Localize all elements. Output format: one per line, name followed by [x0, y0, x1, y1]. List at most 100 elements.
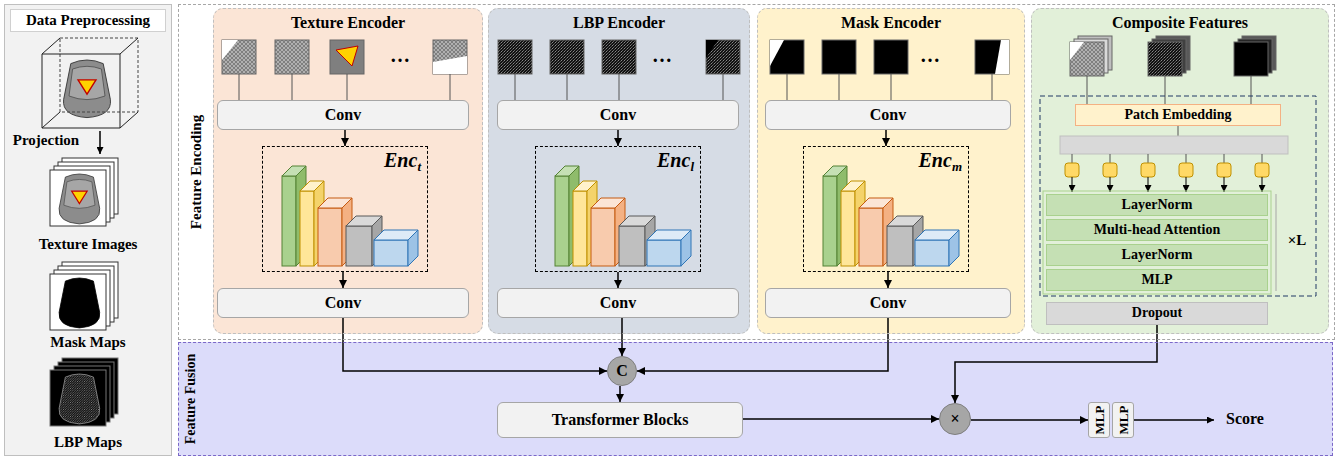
texture-image-stack — [50, 158, 118, 226]
node-text: Mask Encoder — [758, 9, 1024, 32]
node-text: C — [616, 362, 628, 380]
token-arrow — [1072, 177, 1262, 192]
node-text: Conv — [325, 294, 361, 312]
node-text: Enc — [919, 149, 952, 171]
dropout-box: Dropout — [1046, 302, 1268, 325]
node-text: m — [952, 159, 962, 174]
token — [1065, 163, 1079, 177]
multiply-circle: × — [939, 403, 971, 435]
stage-panel: Feature FusionCTransformer Blocks×MLPMLP — [178, 342, 1333, 456]
output-label: Score — [1226, 410, 1264, 428]
mask-map-stack — [50, 262, 118, 330]
connector-layer — [343, 130, 1157, 420]
transformer-frame — [1040, 96, 1316, 296]
process-box: Transformer Blocks — [497, 402, 743, 438]
feed-line — [239, 74, 992, 100]
lbp-patch — [498, 40, 532, 74]
volume-cube — [63, 60, 110, 118]
panel-fill — [213, 8, 483, 334]
flow-arrow — [955, 325, 1157, 403]
lbp-map-stack — [50, 370, 106, 426]
mlp-box: MLP — [1088, 402, 1110, 438]
data-label: Mask Maps — [50, 334, 125, 351]
cnn-blocks — [555, 166, 691, 266]
node-text: MLP — [1092, 406, 1107, 435]
flow-arrow — [619, 386, 621, 402]
node-text: Transformer Blocks — [552, 411, 689, 429]
volume-cube — [60, 38, 138, 112]
mask-patch — [874, 40, 908, 74]
embedding-box: Patch Embedding — [1075, 104, 1281, 126]
texture-patch — [275, 40, 309, 74]
texture-patch — [222, 40, 467, 74]
mask-map-stack — [59, 278, 100, 328]
lbp-patch — [602, 40, 636, 74]
ellipsis: … — [920, 44, 940, 67]
token-arrow — [1224, 177, 1225, 192]
node-text: MLP — [1141, 272, 1172, 288]
panel-fill — [488, 8, 750, 334]
volume-cube — [42, 54, 120, 128]
layer-box: LayerNorm — [1046, 194, 1268, 216]
ellipsis: … — [652, 44, 672, 67]
repeat-label: ×L — [1288, 232, 1307, 249]
composite-input — [1234, 42, 1268, 76]
node-text: Patch Embedding — [1125, 107, 1232, 123]
composite-input — [1070, 42, 1084, 60]
composite-panel: Composite FeaturesPatch EmbeddingLayerNo… — [1031, 8, 1329, 334]
node-text: Dropout — [1132, 305, 1182, 321]
feed-line — [239, 74, 992, 100]
repeat-bracket — [1043, 191, 1276, 294]
flow-arrow — [342, 272, 344, 288]
flow-arrow — [637, 318, 888, 371]
score-arrow — [1134, 420, 1214, 421]
panel-fill — [1031, 8, 1329, 334]
composite-input — [1148, 42, 1182, 76]
texture-patch — [222, 40, 238, 60]
cnn-blocks — [823, 166, 959, 266]
feed-line — [1087, 76, 1251, 104]
node-text: Enc — [657, 149, 690, 171]
node-text: l — [690, 159, 694, 174]
stage-panel: Feature EncodingTexture EncoderConvEnctC… — [178, 4, 1335, 340]
encoder-box: Enct — [262, 146, 428, 272]
token-arrow — [1110, 177, 1111, 192]
node-text: Conv — [870, 106, 906, 124]
node-text: MLP — [1116, 406, 1131, 435]
node-text: t — [417, 159, 421, 174]
token — [1179, 163, 1193, 177]
node-text: × — [950, 410, 959, 428]
mlp-box: MLP — [1112, 402, 1134, 438]
flow-arrow — [344, 130, 346, 146]
conv-box: Conv — [497, 288, 739, 318]
transformer-frame — [1178, 126, 1179, 136]
texture-patch — [433, 56, 467, 74]
mask-patch — [975, 40, 1009, 74]
flow-arrow — [887, 272, 889, 288]
layer-box: LayerNorm — [1046, 244, 1268, 266]
composite-input — [1070, 42, 1104, 76]
mask-map-stack — [50, 274, 106, 330]
volume-cube — [42, 38, 138, 128]
transformer-frame — [1040, 96, 1316, 296]
composite-input — [1070, 36, 1276, 76]
panel-fill — [4, 4, 1333, 456]
encoder-panel: LBP EncoderConvEnclConv — [488, 8, 750, 334]
node-text: Composite Features — [1032, 9, 1328, 32]
token — [1141, 163, 1155, 177]
mlp-box: MLP — [1046, 269, 1268, 291]
token-arrow — [1072, 177, 1073, 192]
node-text: LayerNorm — [1122, 197, 1193, 213]
encoder-box: Encl — [535, 146, 701, 272]
token — [1217, 163, 1231, 177]
ellipsis: … — [390, 44, 410, 67]
feed-line — [1087, 76, 1251, 104]
node-text: Enc — [384, 149, 417, 171]
data-label: Texture Images — [39, 236, 138, 253]
node-text: Conv — [325, 106, 361, 124]
panel-fill — [4, 4, 172, 456]
lbp-patch — [498, 40, 740, 74]
texture-patch — [330, 40, 364, 74]
concat-circle: C — [607, 356, 637, 386]
data-label: LBP Maps — [54, 434, 122, 451]
